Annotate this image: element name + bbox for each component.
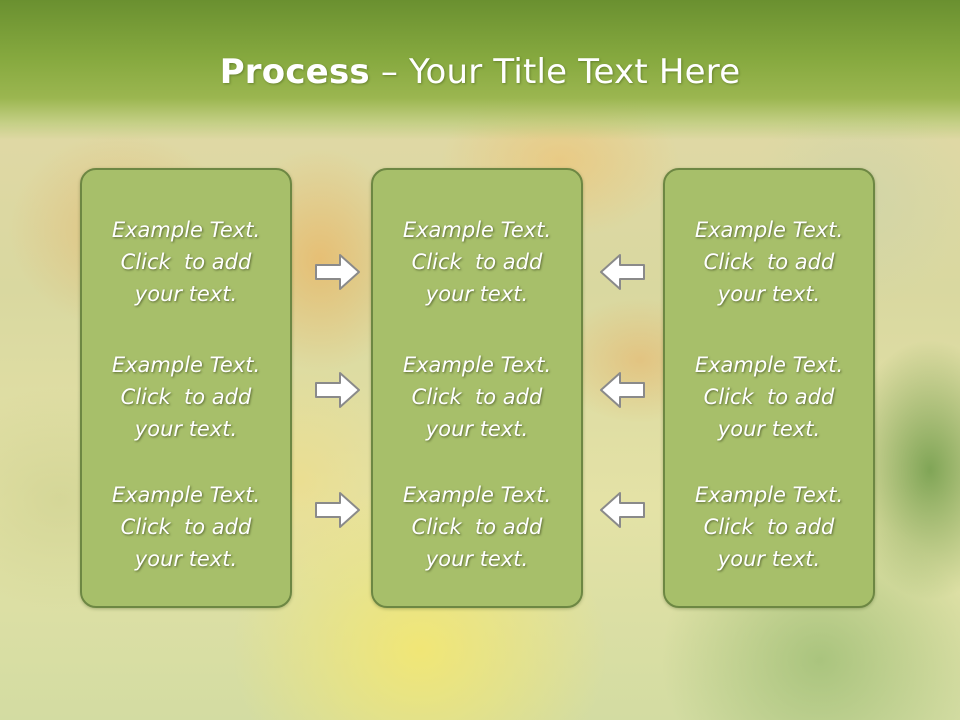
text-block[interactable]: Example Text. Click to add your text.	[82, 479, 290, 575]
right-arrow-icon[interactable]	[314, 370, 362, 410]
left-arrow-icon[interactable]	[598, 490, 646, 530]
right-arrow-icon[interactable]	[314, 252, 362, 292]
text-block[interactable]: Example Text. Click to add your text.	[82, 214, 290, 310]
text-line: Click to add	[120, 250, 252, 274]
text-line: Example Text.	[694, 353, 844, 377]
text-line: Example Text.	[111, 353, 261, 377]
text-block[interactable]: Example Text. Click to add your text.	[373, 349, 581, 445]
text-block[interactable]: Example Text. Click to add your text.	[665, 479, 873, 575]
text-block[interactable]: Example Text. Click to add your text.	[373, 214, 581, 310]
left-arrow-icon[interactable]	[598, 252, 646, 292]
text-line: your text.	[134, 282, 238, 306]
text-line: Click to add	[120, 385, 252, 409]
process-box-left[interactable]: Example Text. Click to add your text. Ex…	[80, 168, 292, 608]
text-line: Example Text.	[402, 483, 552, 507]
text-line: your text.	[717, 547, 821, 571]
text-block[interactable]: Example Text. Click to add your text.	[82, 349, 290, 445]
text-line: Click to add	[703, 515, 835, 539]
slide-title[interactable]: Process – Your Title Text Here	[0, 52, 960, 92]
text-line: your text.	[425, 547, 529, 571]
process-box-right[interactable]: Example Text. Click to add your text. Ex…	[663, 168, 875, 608]
title-bar	[0, 0, 960, 140]
text-line: your text.	[134, 547, 238, 571]
text-line: Click to add	[703, 250, 835, 274]
text-line: your text.	[717, 282, 821, 306]
text-line: your text.	[425, 417, 529, 441]
text-line: Click to add	[120, 515, 252, 539]
text-line: your text.	[425, 282, 529, 306]
title-rest: – Your Title Text Here	[369, 52, 741, 92]
text-block[interactable]: Example Text. Click to add your text.	[373, 479, 581, 575]
right-arrow-icon[interactable]	[314, 490, 362, 530]
text-line: Example Text.	[111, 483, 261, 507]
text-line: your text.	[717, 417, 821, 441]
process-box-center[interactable]: Example Text. Click to add your text. Ex…	[371, 168, 583, 608]
text-line: Example Text.	[694, 483, 844, 507]
text-line: Example Text.	[402, 218, 552, 242]
text-line: Click to add	[411, 515, 543, 539]
title-bold: Process	[219, 52, 370, 92]
text-line: Example Text.	[111, 218, 261, 242]
text-line: Example Text.	[402, 353, 552, 377]
text-line: Click to add	[411, 385, 543, 409]
text-line: Click to add	[703, 385, 835, 409]
text-block[interactable]: Example Text. Click to add your text.	[665, 349, 873, 445]
text-line: Click to add	[411, 250, 543, 274]
text-line: your text.	[134, 417, 238, 441]
left-arrow-icon[interactable]	[598, 370, 646, 410]
text-block[interactable]: Example Text. Click to add your text.	[665, 214, 873, 310]
text-line: Example Text.	[694, 218, 844, 242]
